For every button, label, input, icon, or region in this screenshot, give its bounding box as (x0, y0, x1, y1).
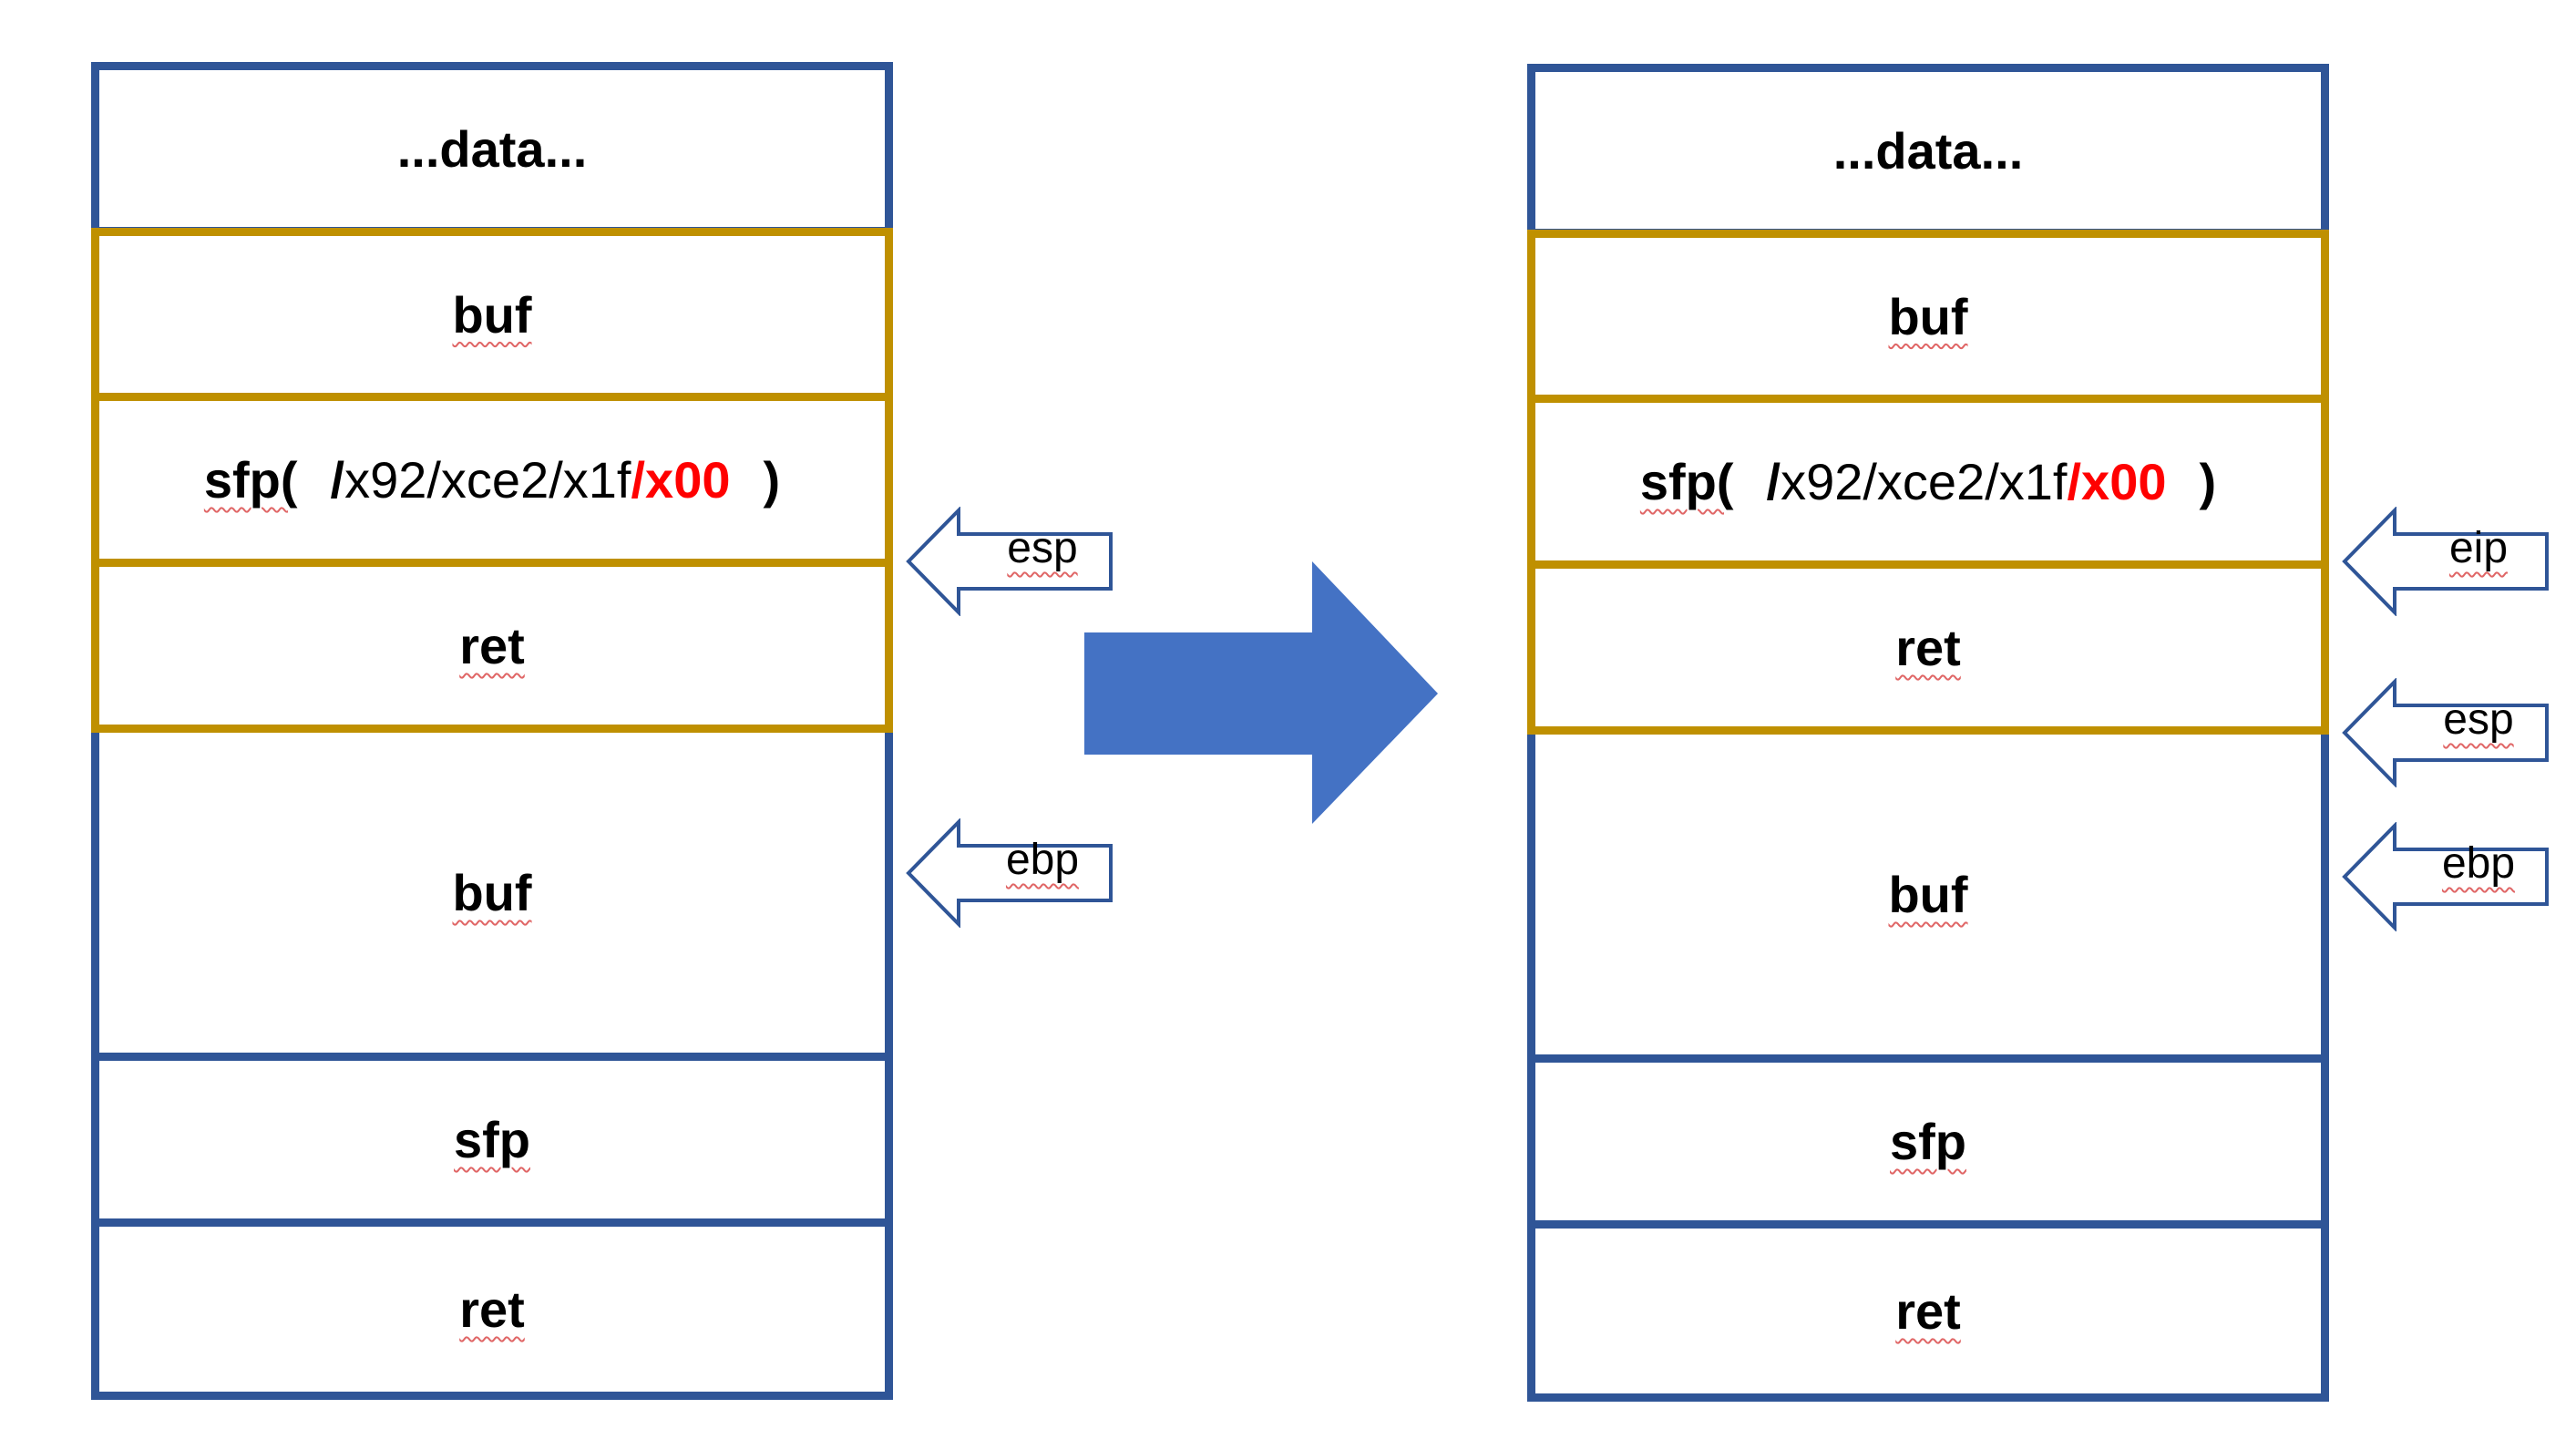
left-buf-bottom-cell: buf (91, 733, 893, 1061)
left-sfp-top-cell: sfp( / x92/xce2/x1f /x00 ) (91, 401, 893, 567)
right-ebp-pointer: ebp (2342, 822, 2551, 931)
sfp-overwrite: /x00 (2067, 453, 2167, 510)
left-arrow-icon (2342, 678, 2549, 787)
left-sfp-bottom-cell: sfp (91, 1061, 893, 1227)
left-arrow-icon (2342, 822, 2549, 931)
right-eip-pointer: eip (2342, 507, 2551, 616)
left-esp-pointer: esp (906, 507, 1115, 616)
left-data-cell: ...data... (91, 62, 893, 235)
right-sfp-top-cell: sfp( / x92/xce2/x1f /x00 ) (1527, 403, 2329, 569)
left-arrow-icon (906, 818, 1113, 928)
right-esp-pointer: esp (2342, 678, 2551, 787)
left-arrow-icon (906, 507, 1113, 616)
right-arrow-icon (1084, 561, 1438, 824)
right-buf-bottom-cell: buf (1527, 735, 2329, 1063)
right-data-cell: ...data... (1527, 64, 2329, 237)
left-buf-top-cell: buf (91, 228, 893, 401)
left-ret-top-cell: ret (91, 567, 893, 733)
sfp-label: sfp( (1639, 453, 1734, 510)
sfp-overwrite: /x00 (631, 451, 731, 509)
right-buf-top-cell: buf (1527, 230, 2329, 403)
left-ret-bottom-cell: ret (91, 1227, 893, 1400)
sfp-bytes: x92/xce2/x1f (344, 451, 631, 509)
left-arrow-icon (2342, 507, 2549, 616)
left-ebp-pointer: ebp (906, 818, 1115, 928)
right-ret-top-cell: ret (1527, 569, 2329, 735)
sfp-bytes: x92/xce2/x1f (1781, 453, 2068, 510)
right-ret-bottom-cell: ret (1527, 1229, 2329, 1402)
right-sfp-bottom-cell: sfp (1527, 1063, 2329, 1229)
sfp-label: sfp( (203, 451, 298, 509)
